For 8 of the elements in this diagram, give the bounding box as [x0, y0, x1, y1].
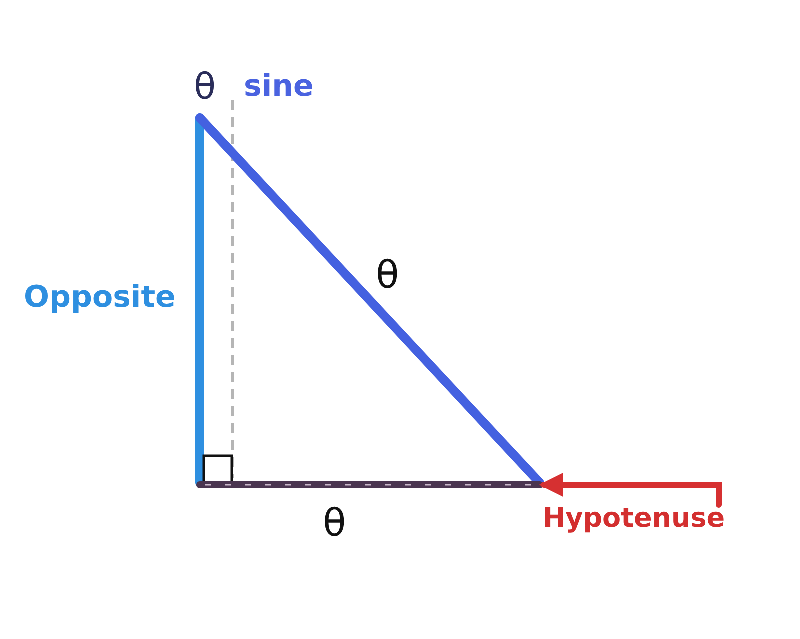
side-label: Hypotenuse — [543, 505, 726, 532]
right-triangle-drawing — [196, 114, 544, 488]
angle-label: θ — [323, 504, 346, 542]
angle-label: θ — [194, 70, 216, 106]
side-label: Opposite — [24, 283, 176, 313]
side-label: sine — [244, 72, 314, 102]
angle-label: θ — [376, 256, 400, 294]
arrow — [539, 473, 722, 508]
